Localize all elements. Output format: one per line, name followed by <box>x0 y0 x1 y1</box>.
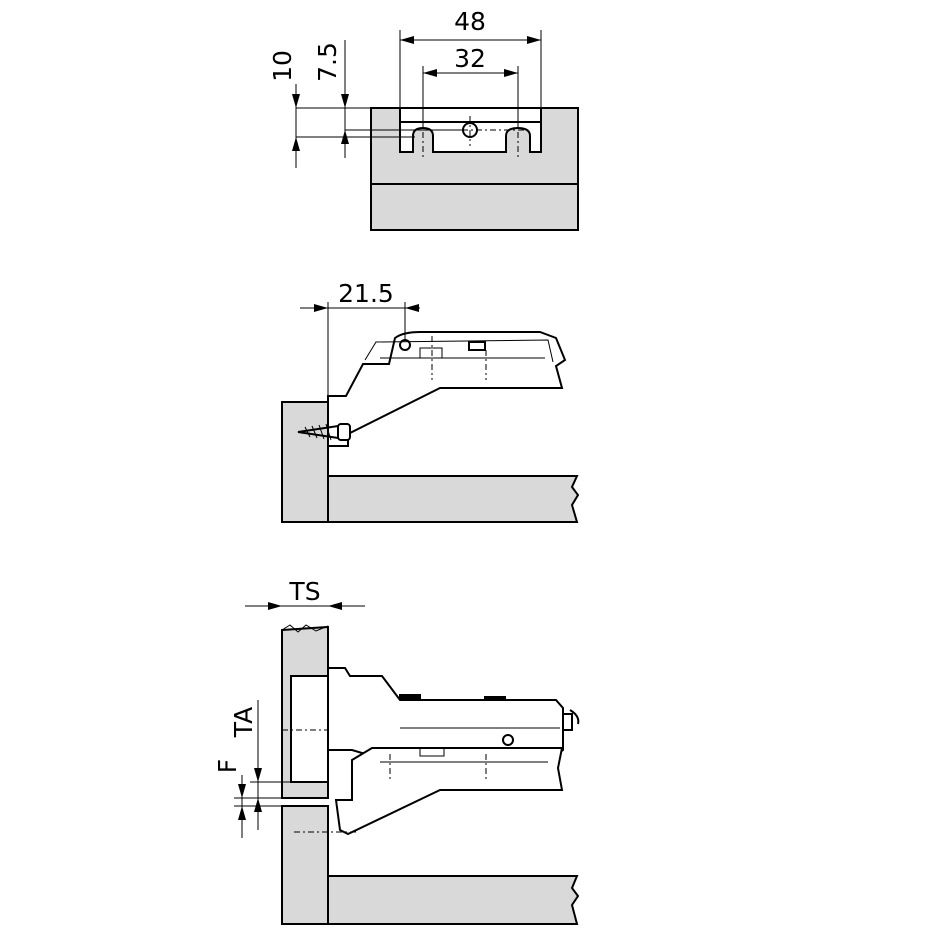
middle-door-panel <box>281 401 329 523</box>
bottom-cabinet-panel <box>327 875 580 925</box>
dimension-48-label: 48 <box>454 7 486 36</box>
dimension-21-5: 21.5 <box>300 279 420 402</box>
dimension-ts: TS <box>245 577 365 610</box>
top-lower-panel <box>370 183 579 231</box>
dimension-f: F <box>213 759 282 838</box>
middle-view: 21.5 <box>281 279 580 523</box>
dimension-10: 10 <box>268 50 415 168</box>
dimension-32-label: 32 <box>454 44 486 73</box>
bottom-mounting-arm <box>334 747 564 836</box>
dimension-48: 48 <box>399 7 542 108</box>
dimension-32: 32 <box>422 44 519 128</box>
dimension-ts-label: TS <box>288 577 320 606</box>
dimension-f-label: F <box>213 759 242 773</box>
mounting-screw <box>297 423 351 441</box>
body-hole <box>502 734 514 746</box>
dimension-7-5: 7.5 <box>313 40 465 158</box>
hinge-body <box>327 667 564 757</box>
dimension-ta-label: TA <box>229 707 258 738</box>
bottom-view: TS TA F <box>213 577 580 925</box>
dimension-10-label: 10 <box>268 50 297 82</box>
bottom-door-panel-lower <box>281 805 329 925</box>
middle-cabinet-panel <box>327 475 580 523</box>
hinge-cover-clip-a <box>399 694 421 700</box>
arm-slot <box>468 341 486 351</box>
hinge-arm <box>327 331 567 447</box>
dimension-21-5-label: 21.5 <box>338 279 394 308</box>
hinge-cup <box>290 675 329 783</box>
dimension-ta: TA <box>229 700 291 830</box>
hinge-cover-clip-b <box>484 696 506 700</box>
top-view: 48 32 10 7.5 <box>268 7 579 231</box>
dimension-7-5-label: 7.5 <box>313 42 342 82</box>
